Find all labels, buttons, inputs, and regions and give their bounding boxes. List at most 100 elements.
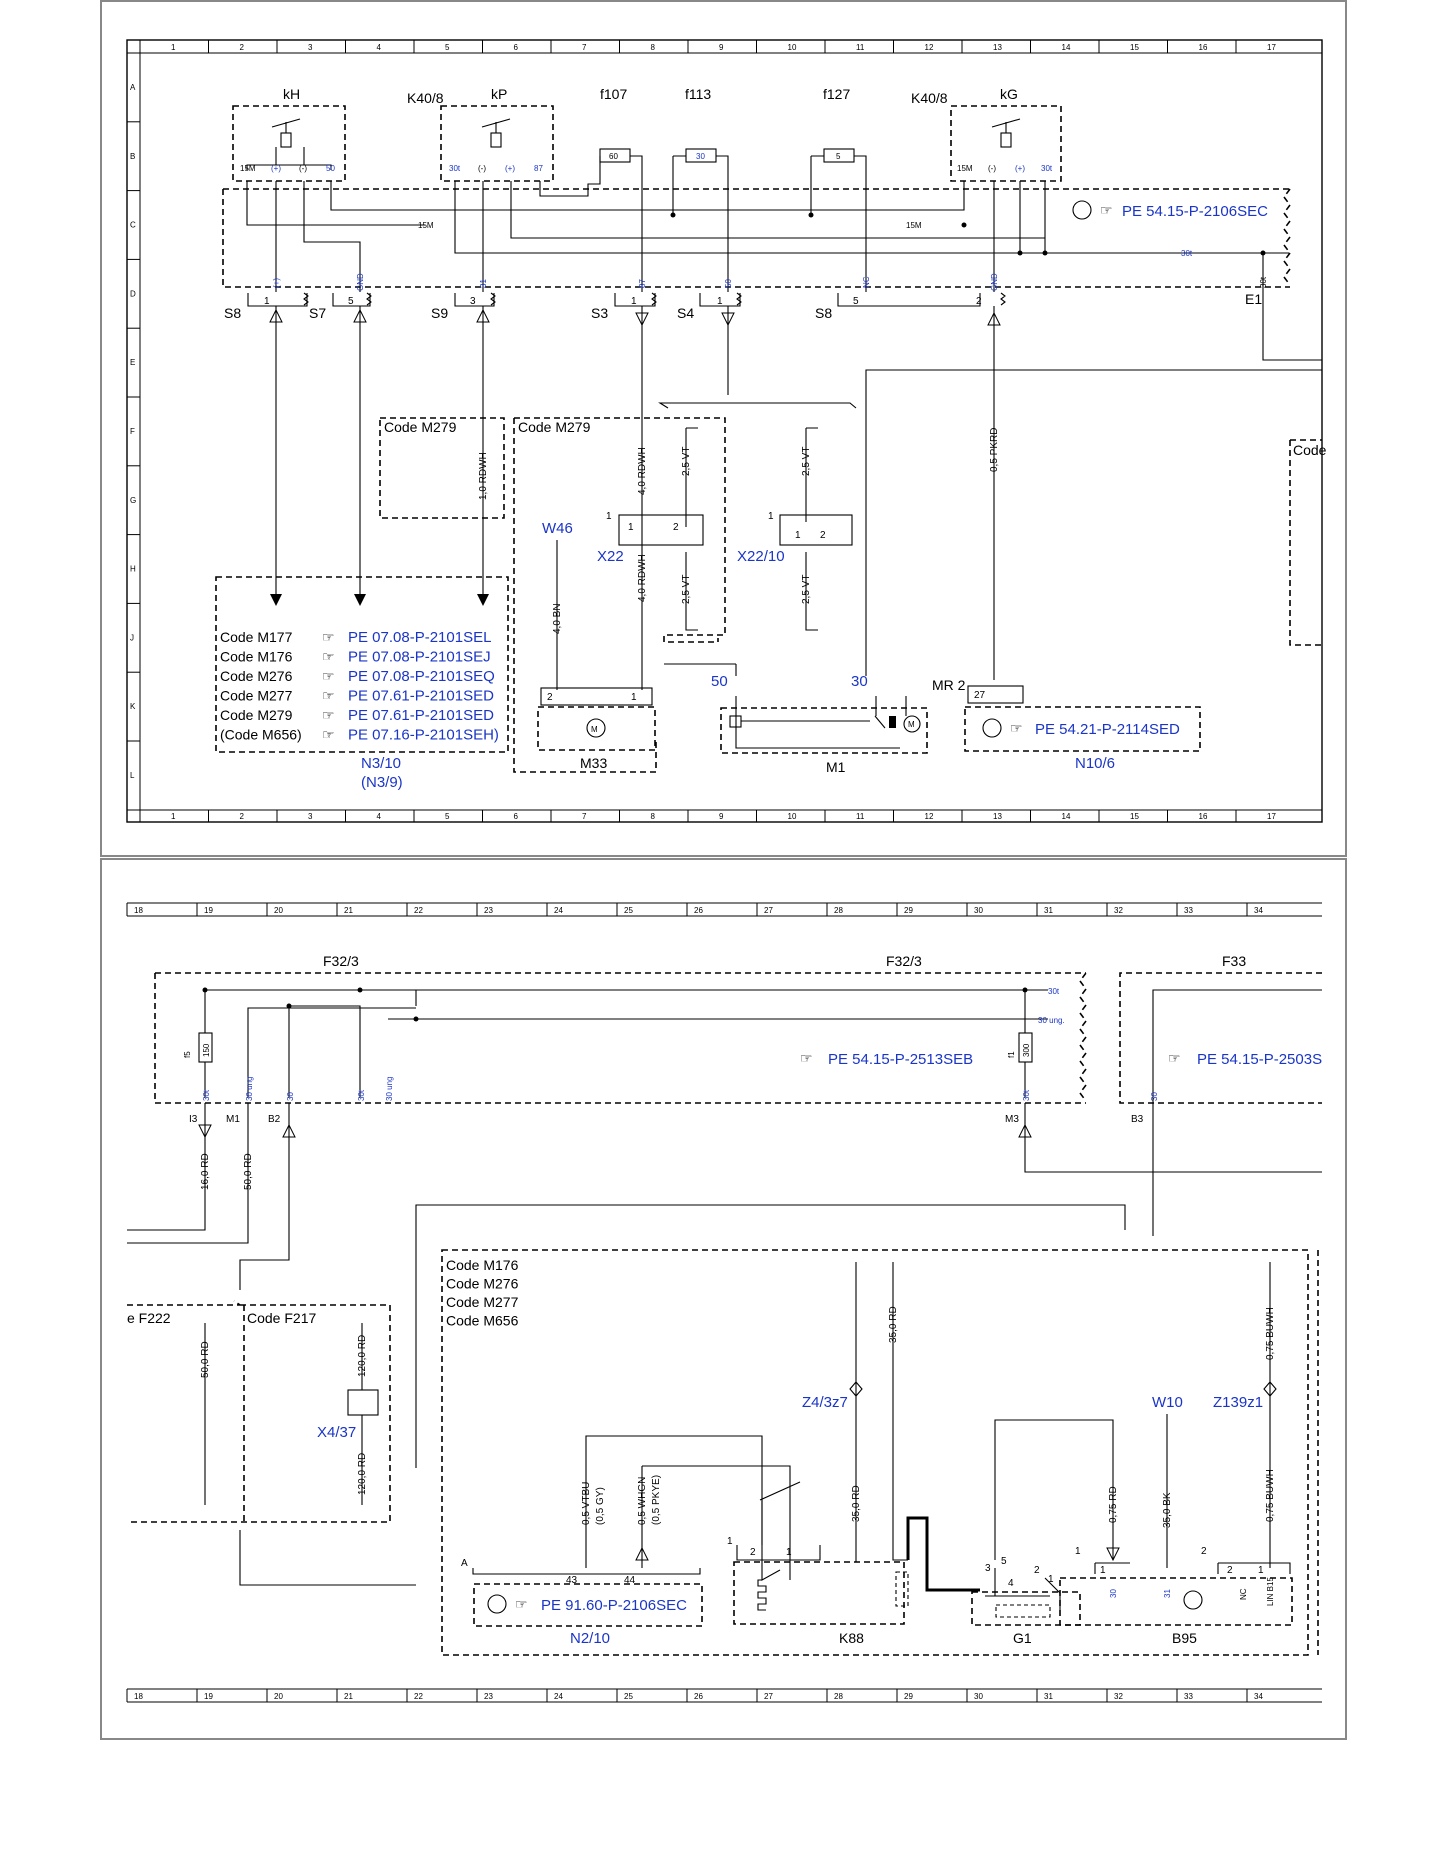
bottom-col-number-footer: 27	[764, 1692, 773, 1701]
top-col-number: 5	[445, 43, 450, 52]
label-N3-9: (N3/9)	[361, 774, 403, 791]
relay-kG	[950, 105, 1062, 182]
electronic-icon-n2	[487, 1594, 507, 1614]
sig-87: 87	[638, 279, 647, 288]
bottom-col-number: 26	[694, 906, 703, 915]
conn-S3: S3	[591, 305, 608, 321]
label-K40-8-b: K40/8	[911, 90, 948, 106]
kP-pin-minus: (-)	[478, 164, 486, 173]
wire-0-5-vtbu: 0,5 VTBU	[581, 1482, 592, 1525]
bottom-col-number-footer: 23	[484, 1692, 493, 1701]
module-F33	[1119, 972, 1322, 1104]
fuse-f107-value: 60	[609, 152, 618, 161]
hand-pointer-icon: ☞	[322, 688, 335, 704]
top-col-number-footer: 9	[719, 812, 724, 821]
ref-pe-54-15-2513[interactable]: PE 54.15-P-2513SEB	[828, 1051, 973, 1068]
label-X22-10: X22/10	[737, 548, 785, 565]
wire-0-75-buwh-b: 0,75 BUWH	[1265, 1469, 1276, 1522]
top-col-number: 9	[719, 43, 724, 52]
code-list-code: (Code M656)	[220, 727, 302, 743]
k88-pin-1b: 1	[786, 1547, 792, 1558]
code-list-ref[interactable]: PE 07.61-P-2101SED	[348, 688, 494, 705]
starter-M1	[720, 707, 928, 754]
ref-pe-54-15-2503[interactable]: PE 54.15-P-2503S	[1197, 1051, 1322, 1068]
bottom-panel-frame	[100, 858, 1347, 1740]
fuse-f1	[1018, 1032, 1033, 1063]
connector-row-d: S8 1 S7 5 S9 3 S3 1 S4 1 S8 5 2 E1 (+) G…	[224, 273, 1268, 321]
kH-pin-50: 50	[326, 164, 335, 173]
conn-M1: M1	[226, 1114, 240, 1125]
conn-gnd-pin: 2	[976, 296, 982, 307]
wire-0-75-buwh-a: 0,75 BUWH	[1265, 1307, 1276, 1360]
wire-50-0-rd-a: 50,0 RD	[243, 1153, 254, 1190]
module-F32-3	[154, 972, 1087, 1104]
relay-K88	[733, 1561, 905, 1625]
starter-m-glyph: M	[908, 720, 915, 729]
bottom-col-number-footer: 18	[134, 1692, 143, 1701]
wire-35-0-rd-b: 35,0 RD	[888, 1306, 899, 1343]
bottom-col-number: 32	[1114, 906, 1123, 915]
code-list-code: Code M176	[220, 649, 293, 665]
code-box-m176	[441, 1249, 1309, 1656]
top-col-number-footer: 15	[1130, 812, 1139, 821]
bus-30t-bottom: 30t	[1048, 987, 1060, 996]
starter-motor-icon	[903, 715, 921, 733]
bottom-col-number-footer: 33	[1184, 1692, 1193, 1701]
kG-pin-minus: (-)	[988, 164, 996, 173]
label-kP: kP	[491, 86, 507, 102]
relay-kP	[440, 105, 554, 182]
g1-pin-2: 2	[1034, 1565, 1040, 1576]
top-col-number-footer: 16	[1199, 812, 1208, 821]
wire-0-5-whgn: 0,5 WHGN	[637, 1477, 648, 1525]
x22-10-pin1-outer: 1	[768, 511, 774, 522]
bottom-col-number: 19	[204, 906, 213, 915]
code-list-ref[interactable]: PE 07.08-P-2101SEQ	[348, 668, 495, 685]
label-F32-3-a: F32/3	[323, 953, 359, 969]
hand-pointer-icon-n2: ☞	[515, 1596, 528, 1612]
label-N2-10: N2/10	[570, 1630, 610, 1647]
top-col-number-footer: 6	[514, 812, 519, 821]
m1-terminal-30: 30	[851, 673, 868, 690]
splice-Z4-3z7	[849, 1381, 863, 1397]
code-box-partial	[1289, 439, 1322, 646]
wire-120-0-rd-a: 120,0 RD	[357, 1335, 368, 1377]
wire-0-75-rd: 0,75 RD	[1108, 1486, 1119, 1523]
sig-plus: (+)	[272, 278, 281, 288]
b95-pin-1c: 1	[1258, 1565, 1264, 1576]
top-col-number: 1	[171, 43, 176, 52]
label-f127: f127	[823, 86, 850, 102]
bottom-col-number: 25	[624, 906, 633, 915]
code-list-ref[interactable]: PE 07.08-P-2101SEL	[348, 629, 491, 646]
bottom-col-number-footer: 29	[904, 1692, 913, 1701]
sig-gnd-b: GND	[990, 273, 999, 291]
ref-pe-54-21-2114[interactable]: PE 54.21-P-2114SED	[1035, 721, 1180, 738]
ref-pe-54-15-2106[interactable]: PE 54.15-P-2106SEC	[1122, 203, 1268, 220]
code-list-ref[interactable]: PE 07.16-P-2101SEH)	[348, 727, 499, 744]
electronic-icon-b95	[1183, 1590, 1203, 1610]
conn-S4: S4	[677, 305, 694, 321]
ref-pe-91-60-2106[interactable]: PE 91.60-P-2106SEC	[541, 1597, 687, 1614]
top-col-number: 16	[1199, 43, 1208, 52]
top-row-letter: E	[130, 358, 135, 367]
hand-pointer-icon: ☞	[322, 727, 335, 743]
motor-m-glyph: M	[591, 725, 598, 734]
hand-pointer-icon-f32: ☞	[800, 1050, 813, 1066]
bus-15M-a: 15M	[418, 221, 434, 230]
code-partial: Code	[1293, 442, 1327, 458]
bottom-col-number: 22	[414, 906, 423, 915]
code-list-ref[interactable]: PE 07.08-P-2101SEJ	[348, 649, 491, 666]
bottom-col-number-footer: 24	[554, 1692, 563, 1701]
kP-pin-87: 87	[534, 164, 543, 173]
wire-35-0-rd-a: 35,0 RD	[851, 1485, 862, 1522]
bottom-col-number-footer: 32	[1114, 1692, 1123, 1701]
code-list-code: Code M276	[220, 668, 293, 684]
code-list-ref[interactable]: PE 07.61-P-2101SED	[348, 707, 494, 724]
wire-0-5-gy: (0,5 GY)	[595, 1487, 606, 1525]
top-row-letter: K	[130, 702, 136, 711]
code-F217: Code F217	[247, 1310, 316, 1326]
top-col-number: 6	[514, 43, 519, 52]
top-col-number-footer: 14	[1062, 812, 1071, 821]
bottom-col-number: 20	[274, 906, 283, 915]
label-f107: f107	[600, 86, 627, 102]
m33-connector	[540, 687, 653, 706]
